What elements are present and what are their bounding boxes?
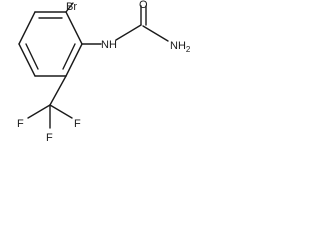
- atom-label-fluorine-right: F: [74, 118, 81, 130]
- atom-label-fluorine-top: F: [46, 132, 53, 144]
- bond-cf3-to-f-left: [27, 104, 51, 119]
- ring-bond-left-to-top-left: [18, 11, 36, 45]
- ring-bond-top-right-to-right: [65, 11, 83, 45]
- atom-label-fluorine-left: F: [17, 118, 24, 130]
- chemical-structure-canvas: Br NH O NH2 F F F: [0, 0, 204, 178]
- ring-double-bond-left: [25, 43, 39, 70]
- atom-label-nh: NH: [101, 39, 117, 51]
- bond-ring-to-cf3-carbon: [49, 75, 67, 106]
- atom-label-nh2-main: NH: [170, 40, 186, 52]
- molecule-drawing: Br NH O NH2 F F F: [17, 0, 191, 144]
- atom-label-oxygen: O: [139, 0, 148, 11]
- atom-label-nh2-subscript: 2: [186, 45, 191, 54]
- ring-double-bond-right: [62, 43, 76, 70]
- bond-ring-to-bromine: [65, 2, 74, 13]
- atom-label-nh2: NH2: [170, 40, 191, 54]
- bond-carbonyl-carbon-to-nh2: [142, 25, 169, 42]
- atom-label-bromine: Br: [66, 1, 77, 13]
- bond-cf3-to-f-right: [49, 104, 73, 119]
- ring-bond-bottom-left-to-left: [18, 43, 36, 77]
- ring-bond-right-to-bottom-right: [65, 43, 83, 77]
- bond-nh-to-carbonyl-carbon: [115, 24, 142, 41]
